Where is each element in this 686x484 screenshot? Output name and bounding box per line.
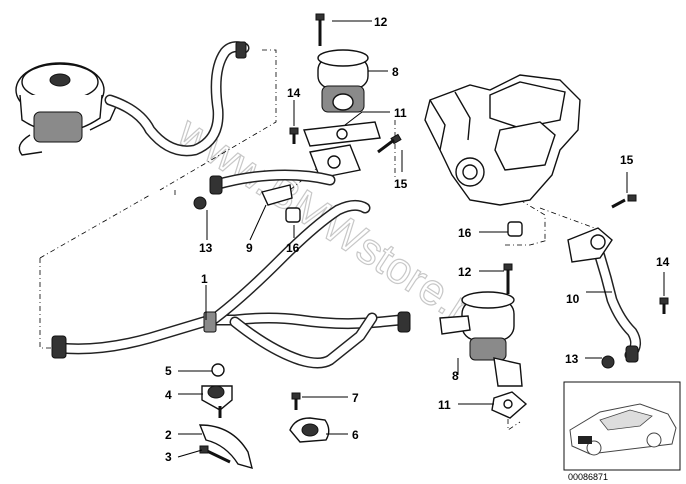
callout-13-left: 13 — [199, 241, 213, 255]
callout-2: 2 — [165, 428, 172, 442]
right-valve-assembly — [439, 263, 528, 419]
callout-3: 3 — [165, 450, 172, 464]
callout-16-right: 16 — [458, 226, 472, 240]
image-code: 00086871 — [568, 472, 608, 482]
pump-hose — [104, 41, 250, 157]
callout-8-right: 8 — [452, 369, 459, 383]
callout-4: 4 — [165, 388, 172, 402]
callout-7: 7 — [352, 391, 359, 405]
callout-14-left: 14 — [287, 86, 301, 100]
left-valve-assembly — [193, 49, 381, 223]
callout-6: 6 — [352, 428, 359, 442]
callout-13-right: 13 — [565, 352, 579, 366]
small-parts-left — [198, 363, 253, 470]
leader-lines — [177, 20, 665, 458]
engine-block — [424, 74, 581, 206]
callout-labels: 12 8 14 11 15 13 9 16 1 5 4 2 3 7 6 15 1… — [165, 15, 670, 464]
callout-14-right: 14 — [656, 255, 670, 269]
callout-8-top: 8 — [392, 65, 399, 79]
callout-15-left: 15 — [394, 177, 408, 191]
car-thumbnail: 00086871 — [563, 381, 681, 482]
secondary-air-pump — [15, 62, 119, 156]
callout-11-top: 11 — [394, 106, 407, 120]
callout-16-left: 16 — [286, 241, 300, 255]
callout-12-top: 12 — [374, 15, 388, 29]
callout-9: 9 — [246, 241, 253, 255]
bolt-15-left — [377, 133, 402, 154]
callout-12-right: 12 — [458, 265, 472, 279]
bolt-12-top — [315, 13, 325, 46]
callout-10: 10 — [566, 292, 580, 306]
callout-5: 5 — [165, 364, 172, 378]
right-pipe-10 — [507, 194, 669, 369]
bolt-14-left — [289, 127, 299, 144]
main-y-pipe — [51, 199, 411, 369]
callout-1: 1 — [201, 272, 208, 286]
small-parts-middle — [289, 392, 330, 443]
callout-15-right: 15 — [620, 153, 634, 167]
callout-11-right: 11 — [438, 398, 451, 412]
